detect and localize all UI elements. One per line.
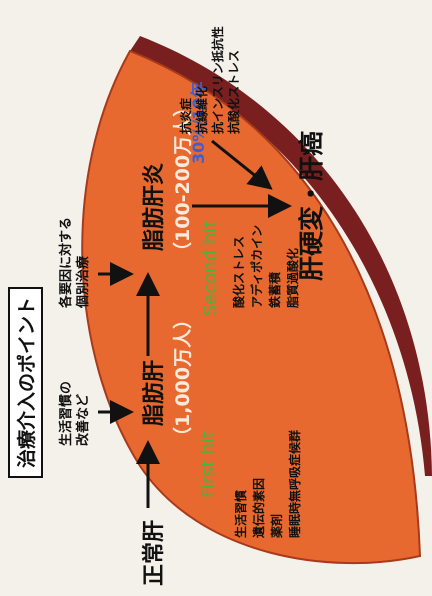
second-hit-item-1: 酸化ストレス [232,235,246,308]
anti-item-2: 抗線維化 [195,85,209,134]
stage-normal: 正常肝 [142,519,167,586]
first-hit-item-4: 睡眠時無呼吸症候群 [288,429,302,538]
anti-item-3: 抗インスリン抵抗性 [211,26,225,134]
liver-dark-rim [130,36,432,476]
anti-item-1: 抗炎症 [179,97,193,134]
antioxidant-list: 抗炎症 抗線維化 抗インスリン抵抗性 抗酸化ストレス [178,26,242,134]
second-hit-item-2: アディポカイン [250,224,264,308]
first-hit-list: 生活習慣 遺伝的素因 薬剤 睡眠時無呼吸症候群 [232,430,304,538]
anti-item-4: 抗酸化ストレス [227,49,241,134]
count-fatty: （1,000万人） [172,309,194,446]
first-hit-item-3: 薬剤 [270,513,284,538]
arrow-antioxidant [211,139,273,190]
second-hit-item-3: 鉄蓄積 [268,271,282,308]
stage-cirrhosis-cancer: 肝硬変・肝癌 [297,130,326,281]
first-hit-label: First hit [198,430,219,498]
stage-nash: 脂肪肝炎 [142,162,167,251]
liver-body [81,49,422,565]
stage-fatty: 脂肪肝 [142,359,167,426]
second-hit-label: Second hit [200,220,221,316]
first-hit-item-1: 生活習慣 [234,489,248,538]
first-hit-item-2: 遺伝的素因 [252,477,266,538]
